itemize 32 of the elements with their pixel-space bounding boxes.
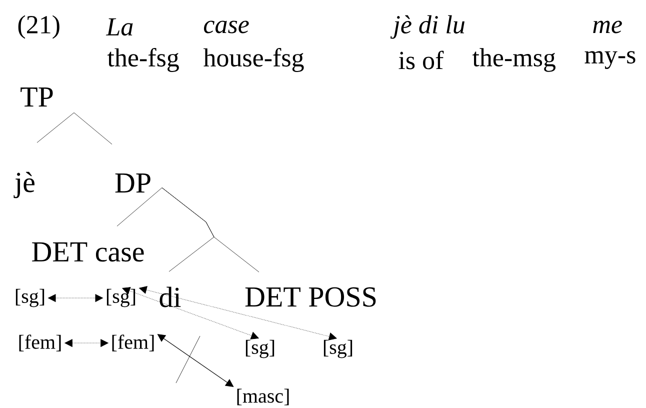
example-word: me — [593, 20, 622, 34]
arrow — [139, 286, 337, 340]
gloss-word: house-fsg — [203, 48, 304, 72]
tree-label: [sg] — [324, 340, 352, 358]
gloss-word: my-s — [584, 51, 636, 69]
tree-label: [fem] — [19, 334, 61, 352]
example-word: case — [204, 20, 249, 34]
tree-label: TP — [20, 88, 53, 106]
arrow — [157, 334, 234, 387]
example-word: La — [106, 18, 133, 36]
tree-label: [masc] — [237, 388, 289, 406]
tree-label: di — [160, 286, 181, 308]
example-word: jè di lu — [390, 15, 464, 39]
arrow — [64, 339, 108, 347]
gloss-word: is of — [398, 50, 444, 70]
tree-branch — [36, 112, 74, 143]
tree-label: [sg] — [16, 288, 44, 308]
tree-label: DET POSS — [245, 287, 376, 307]
gloss-word: the-fsg — [107, 48, 179, 72]
tree-label: [fem] — [112, 334, 154, 352]
tree-label: [sg] — [246, 340, 274, 358]
tree-branch — [116, 188, 162, 226]
arrow — [48, 294, 103, 302]
arrow — [122, 287, 259, 340]
tree-branch — [162, 188, 260, 272]
tree-branch — [74, 112, 112, 144]
tree-label: DP — [115, 173, 150, 193]
example-number: (21) — [18, 15, 60, 39]
gloss-word: the-msg — [472, 48, 556, 72]
tree-label: DET case — [32, 242, 144, 262]
tree-label: jè — [14, 172, 34, 198]
tree-label: [sg] — [106, 288, 136, 308]
